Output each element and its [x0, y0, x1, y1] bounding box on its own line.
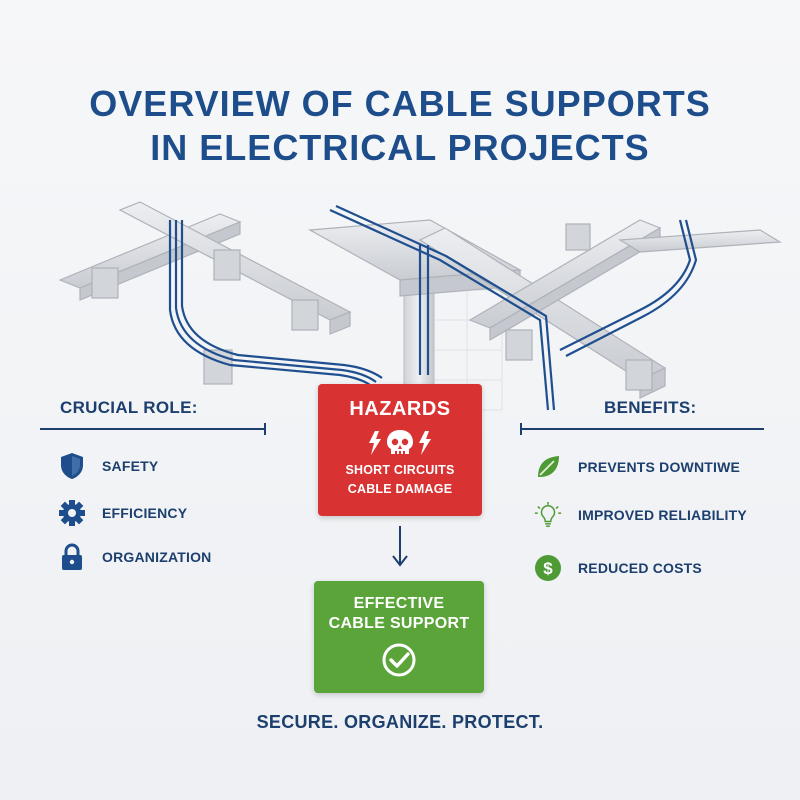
svg-text:$: $	[543, 559, 553, 578]
title-line-1: OVERVIEW OF CABLE SUPPORTS	[89, 83, 711, 124]
right-divider	[520, 428, 764, 430]
tagline: SECURE. ORGANIZE. PROTECT.	[256, 712, 544, 732]
list-item-reduced-costs: $ REDUCED COSTS	[534, 554, 702, 582]
gear-icon	[58, 499, 86, 527]
list-item-improved-reliability: IMPROVED RELIABILITY	[534, 501, 747, 529]
support-line-1: EFFECTIVE	[353, 595, 445, 612]
cable-tray-illustration	[58, 201, 782, 416]
skull-lightning-icon	[318, 427, 482, 461]
tray-group	[58, 201, 782, 399]
down-arrow-icon	[392, 526, 408, 567]
support-line-2: CABLE SUPPORT	[328, 615, 470, 632]
effective-support-box: EFFECTIVE CABLE SUPPORT	[314, 581, 484, 693]
item-label: REDUCED COSTS	[578, 560, 702, 576]
item-label: PREVENTS DOWNTIWE	[578, 459, 741, 475]
dollar-icon: $	[534, 554, 562, 582]
list-item-prevents-downtime: PREVENTS DOWNTIWE	[534, 453, 740, 481]
lightbulb-icon	[534, 501, 562, 529]
shield-icon	[58, 452, 86, 480]
right-divider-cap	[520, 423, 522, 435]
item-label: ORGANIZATION	[102, 549, 212, 565]
title-line-2: IN ELECTRICAL PROJECTS	[150, 127, 650, 168]
page-title: OVERVIEW OF CABLE SUPPORTS IN ELECTRICAL…	[0, 82, 800, 170]
leaf-icon	[534, 453, 562, 481]
list-item-organization: ORGANIZATION	[58, 543, 211, 571]
item-label: EFFICIENCY	[102, 505, 188, 521]
crucial-role-heading: CRUCIAL ROLE:	[60, 398, 198, 417]
hazards-box: HAZARDS SHORT CIRCUITS CABLE DAMAGE	[318, 384, 482, 516]
hazards-title: HAZARDS	[349, 398, 451, 420]
lock-icon	[58, 543, 86, 571]
list-item-safety: SAFETY	[58, 452, 158, 480]
cable-group	[168, 204, 698, 411]
hazard-line-2: CABLE DAMAGE	[347, 482, 453, 496]
left-divider	[40, 428, 266, 430]
left-divider-cap	[264, 423, 266, 435]
hazard-line-1: SHORT CIRCUITS	[345, 463, 455, 477]
item-label: IMPROVED RELIABILITY	[578, 507, 747, 523]
item-label: SAFETY	[102, 458, 159, 474]
check-circle-icon	[314, 642, 484, 678]
benefits-heading: BENEFITS:	[604, 398, 697, 417]
list-item-efficiency: EFFICIENCY	[58, 499, 187, 527]
